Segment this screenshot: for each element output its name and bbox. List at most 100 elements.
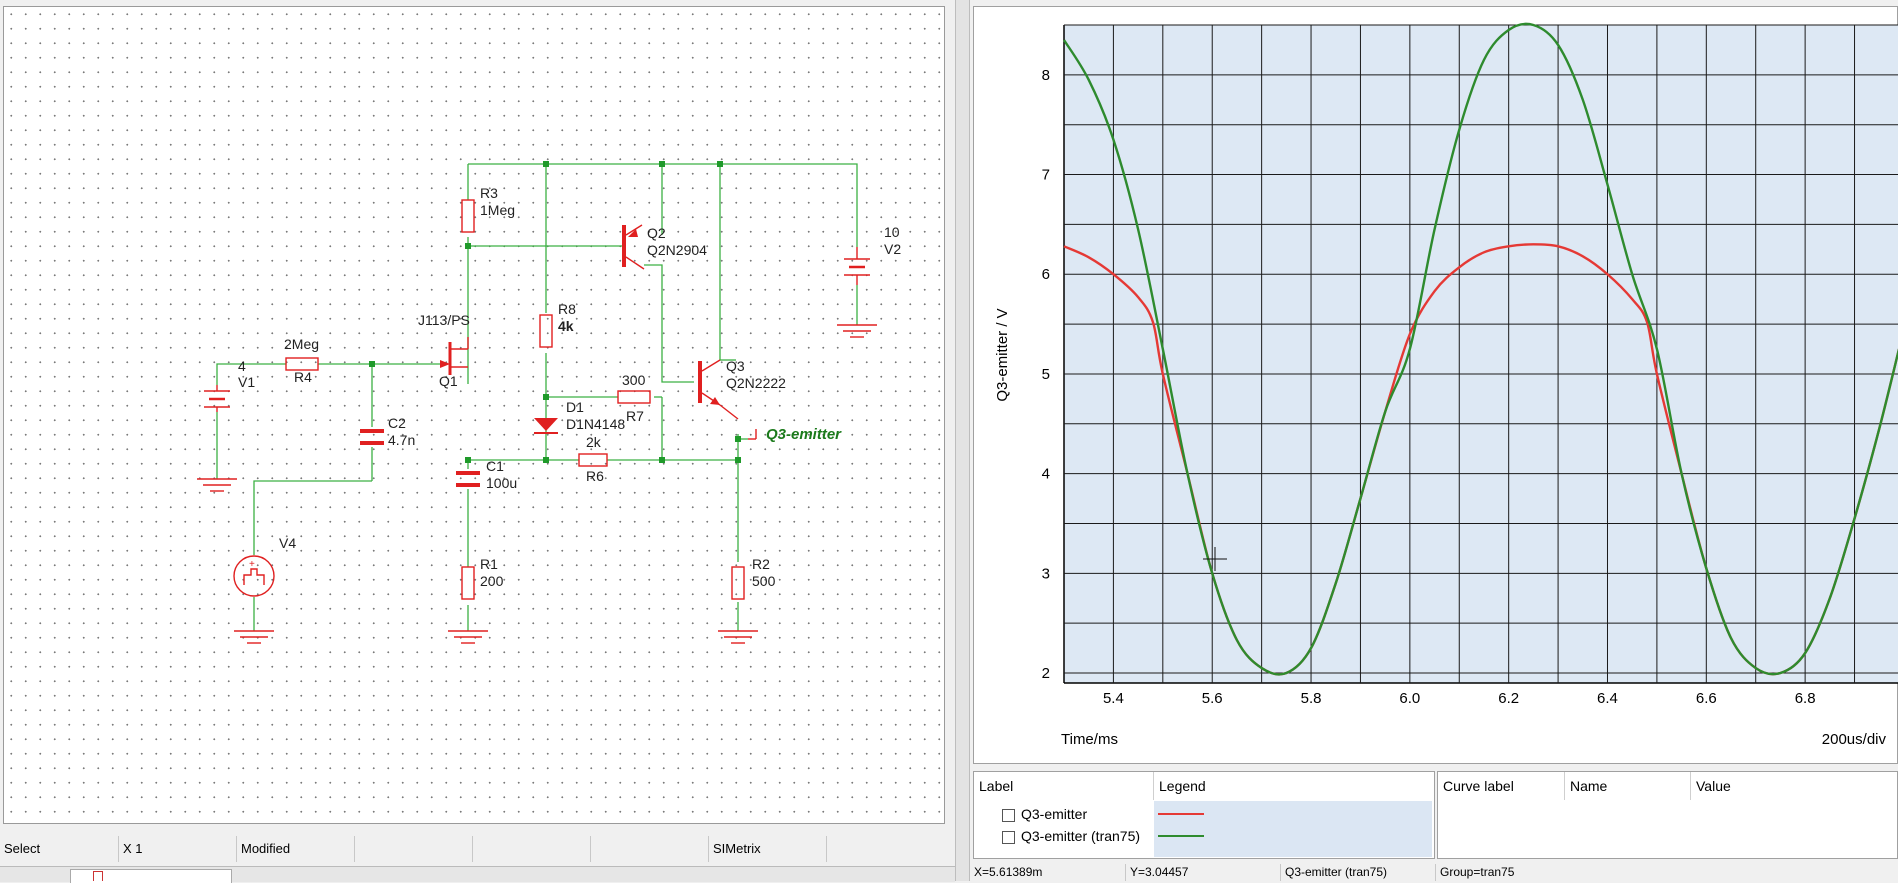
r4-ref: R4 bbox=[294, 369, 312, 385]
status-state: Modified bbox=[236, 836, 354, 862]
cursor-col-curve[interactable]: Curve label bbox=[1438, 772, 1565, 800]
schematic-doc-icon bbox=[93, 871, 103, 881]
v1-ref: V1 bbox=[238, 374, 255, 390]
cursor-col-name[interactable]: Name bbox=[1565, 772, 1691, 800]
schematic-statusbar: Select X 1 Modified SIMetrix bbox=[0, 836, 955, 862]
legend-col-label[interactable]: Label bbox=[974, 772, 1154, 800]
crosshair-icon bbox=[1203, 547, 1227, 571]
v4-ref: V4 bbox=[279, 535, 296, 551]
v2-ref: V2 bbox=[884, 241, 901, 257]
window-splitter[interactable] bbox=[955, 0, 970, 881]
curves bbox=[1062, 22, 1898, 676]
r7-value: 300 bbox=[622, 372, 646, 388]
status-empty-2 bbox=[472, 836, 590, 862]
schematic-tab[interactable] bbox=[70, 869, 232, 883]
schematic-tabstrip bbox=[0, 866, 955, 883]
x-tick-label: 6.2 bbox=[1498, 690, 1519, 707]
status-empty-4 bbox=[826, 836, 955, 862]
y-tick-label: 6 bbox=[1042, 266, 1050, 283]
q2-value: Q2N2904 bbox=[647, 242, 707, 258]
y-tick-label: 5 bbox=[1042, 366, 1050, 383]
cursor-col-value[interactable]: Value bbox=[1696, 778, 1731, 794]
cursor-panel: Curve label Name Value bbox=[1437, 771, 1898, 859]
status-group: Group=tran75 bbox=[1435, 864, 1590, 881]
status-curve: Q3-emitter (tran75) bbox=[1280, 864, 1435, 881]
status-app: SIMetrix bbox=[708, 836, 826, 862]
schematic-window: + R3 1Meg Q2 Q2N2904 10 V2 J113/PS Q1 R8… bbox=[0, 6, 955, 883]
series-q3-emitter-tran75[interactable] bbox=[1062, 22, 1898, 676]
legend-checkbox-1[interactable] bbox=[1002, 808, 1015, 822]
legend-checkbox-2[interactable] bbox=[1002, 830, 1015, 844]
j1-model: J113/PS bbox=[418, 312, 470, 328]
y-tick-label: 7 bbox=[1042, 167, 1050, 184]
grid-lines bbox=[1063, 24, 1898, 684]
r1-value: 200 bbox=[480, 573, 504, 589]
r7-ref: R7 bbox=[626, 408, 644, 424]
legend-label-2: Q3-emitter (tran75) bbox=[1021, 828, 1141, 844]
legend-row-1[interactable]: Q3-emitter bbox=[1002, 803, 1087, 825]
c1-value: 100u bbox=[486, 475, 517, 491]
junctions bbox=[369, 161, 741, 463]
schematic-drawing: + R3 1Meg Q2 Q2N2904 10 V2 J113/PS Q1 R8… bbox=[197, 161, 901, 644]
r2-value: 500 bbox=[752, 573, 776, 589]
status-empty-1 bbox=[354, 836, 472, 862]
y-tick-label: 4 bbox=[1042, 466, 1050, 483]
r6-ref: R6 bbox=[586, 468, 604, 484]
r8-value: 4k bbox=[558, 318, 574, 334]
x-axis-label: Time/ms bbox=[1061, 731, 1118, 748]
x-tick-label: 6.8 bbox=[1795, 690, 1816, 707]
components bbox=[197, 199, 877, 644]
r8-ref: R8 bbox=[558, 301, 576, 317]
v1-value: 4 bbox=[238, 358, 246, 374]
legend-swatch-area bbox=[1154, 801, 1432, 857]
status-x-readout: X=5.61389m bbox=[974, 865, 1043, 879]
legend-col-legend[interactable]: Legend bbox=[1159, 778, 1206, 794]
legend-row-2[interactable]: Q3-emitter (tran75) bbox=[1002, 825, 1140, 847]
q3-value: Q2N2222 bbox=[726, 375, 786, 391]
c2-ref: C2 bbox=[388, 415, 406, 431]
x-tick-label: 5.8 bbox=[1301, 690, 1322, 707]
x-tick-label: 5.6 bbox=[1202, 690, 1223, 707]
x-tick-label: 6.0 bbox=[1399, 690, 1420, 707]
q2-ref: Q2 bbox=[647, 225, 666, 241]
x-tick-label: 5.4 bbox=[1103, 690, 1124, 707]
c1-ref: C1 bbox=[486, 458, 504, 474]
legend-swatch-red bbox=[1158, 813, 1204, 815]
d1-value: D1N4148 bbox=[566, 416, 625, 432]
status-empty-3 bbox=[590, 836, 708, 862]
wires bbox=[216, 163, 858, 631]
q3-ref: Q3 bbox=[726, 358, 745, 374]
scale-label: 200us/div bbox=[1822, 731, 1887, 748]
y-tick-label: 3 bbox=[1042, 565, 1050, 582]
plot-area[interactable] bbox=[1064, 25, 1898, 683]
legend-panel: Label Legend Q3-emitter Q3-emitter (tran… bbox=[973, 771, 1435, 859]
d1-ref: D1 bbox=[566, 399, 584, 415]
y-tick-label: 2 bbox=[1042, 665, 1050, 682]
r2-ref: R2 bbox=[752, 556, 770, 572]
status-mode: Select bbox=[4, 841, 41, 856]
x-tick-label: 6.6 bbox=[1696, 690, 1717, 707]
c2-value: 4.7n bbox=[388, 432, 415, 448]
r1-ref: R1 bbox=[480, 556, 498, 572]
y-axis-label: Q3-emitter / V bbox=[994, 308, 1011, 401]
status-zoom: X 1 bbox=[118, 836, 236, 862]
y-tick-label: 8 bbox=[1042, 67, 1050, 84]
probe-label[interactable]: Q3-emitter bbox=[766, 426, 842, 443]
tick-labels: 5.4 5.6 5.8 6.0 6.2 6.4 6.6 6.8 2 3 4 5 6 7 8 bbox=[1042, 67, 1816, 707]
r3-ref: R3 bbox=[480, 185, 498, 201]
x-tick-label: 6.4 bbox=[1597, 690, 1618, 707]
r6-value: 2k bbox=[586, 434, 602, 450]
legend-label-1: Q3-emitter bbox=[1021, 806, 1088, 822]
legend-swatch-green bbox=[1158, 835, 1204, 837]
v2-value: 10 bbox=[884, 224, 900, 240]
r3-value: 1Meg bbox=[480, 202, 515, 218]
j1-ref: Q1 bbox=[439, 373, 458, 389]
status-y-readout: Y=3.04457 bbox=[1125, 864, 1280, 881]
v4-plus-icon: + bbox=[249, 559, 255, 570]
schematic-canvas[interactable]: + R3 1Meg Q2 Q2N2904 10 V2 J113/PS Q1 R8… bbox=[3, 6, 945, 824]
r4-value: 2Meg bbox=[284, 336, 319, 352]
graph-statusbar: X=5.61389m Y=3.04457 Q3-emitter (tran75)… bbox=[970, 864, 1898, 881]
